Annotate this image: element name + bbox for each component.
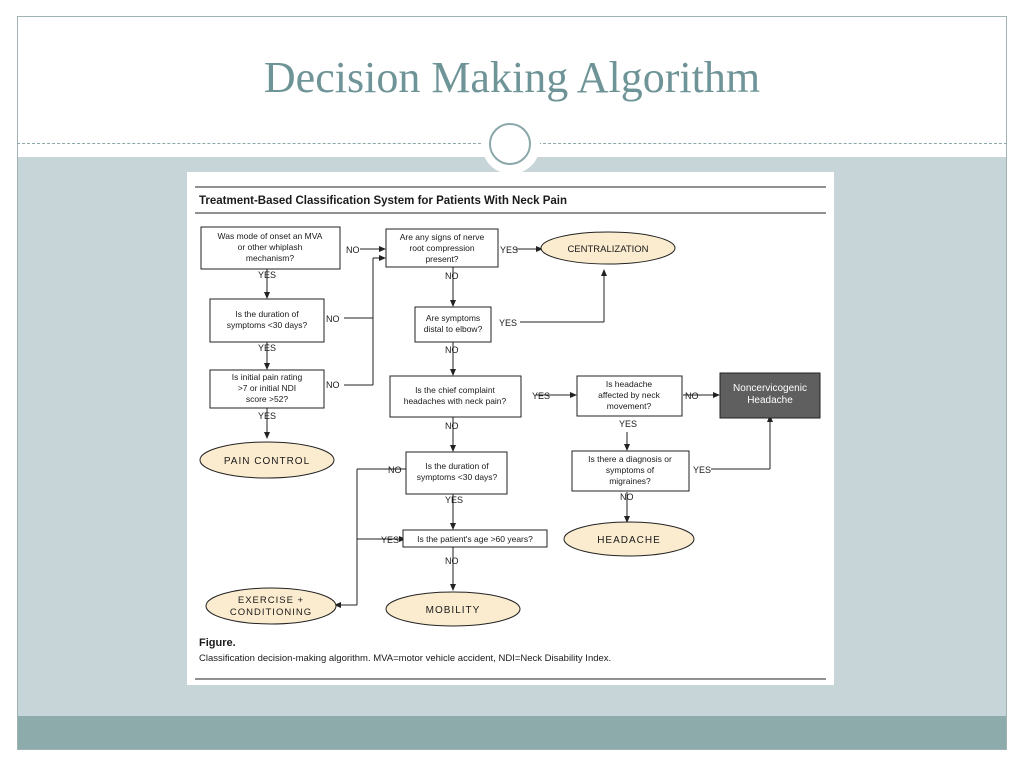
edge-label-no: NO [326, 380, 340, 390]
decision-age: Is the patient's age >60 years? [402, 529, 548, 548]
slide-title: Decision Making Algorithm [263, 53, 761, 102]
circle-ornament-icon [489, 123, 531, 165]
outcome-centralization: CENTRALIZATION [540, 231, 676, 265]
edge-labels: YES YES YES NO NO NO YES NO YES NO YES N… [258, 245, 711, 566]
outcome-headache: HEADACHE [563, 521, 695, 557]
edge-label-yes: YES [693, 465, 711, 475]
figure-card: Treatment-Based Classification System fo… [187, 172, 834, 685]
edge-label-yes: YES [500, 245, 518, 255]
svg-text:Is initial pain rating>7 or in: Is initial pain rating>7 or initial NDIs… [232, 372, 303, 404]
edge-label-no: NO [620, 492, 634, 502]
edge-label-yes: YES [258, 343, 276, 353]
edge-label-yes: YES [532, 391, 550, 401]
svg-text:Is the patient's age >60 years: Is the patient's age >60 years? [417, 534, 533, 544]
svg-text:MOBILITY: MOBILITY [426, 605, 481, 616]
figure-caption-text: Classification decision-making algorithm… [199, 653, 611, 664]
svg-text:CENTRALIZATION: CENTRALIZATION [567, 244, 648, 255]
edge-label-no: NO [445, 421, 459, 431]
edge-label-yes: YES [381, 535, 399, 545]
edge-label-no: NO [685, 391, 699, 401]
edge-label-no: NO [445, 271, 459, 281]
edge-label-yes: YES [499, 318, 517, 328]
edge-label-yes: YES [258, 270, 276, 280]
footer-band [18, 716, 1006, 749]
outcome-exercise-conditioning: EXERCISE +CONDITIONING [205, 587, 337, 625]
edge-label-no: NO [445, 345, 459, 355]
edge-label-no: NO [346, 245, 360, 255]
edge-label-yes: YES [619, 419, 637, 429]
connectors [266, 248, 771, 606]
arrowheads [264, 246, 773, 608]
svg-text:HEADACHE: HEADACHE [597, 535, 661, 546]
figure-caption-label: Figure. [199, 637, 236, 649]
figure-header: Treatment-Based Classification System fo… [199, 195, 567, 207]
outcome-mobility: MOBILITY [385, 591, 521, 627]
outcome-pain-control: PAIN CONTROL [199, 441, 335, 479]
svg-text:EXERCISE +CONDITIONING: EXERCISE +CONDITIONING [230, 595, 312, 618]
edge-label-no: NO [326, 314, 340, 324]
edge-label-yes: YES [445, 495, 463, 505]
flowchart: Treatment-Based Classification System fo… [195, 186, 826, 680]
edge-label-no: NO [388, 465, 402, 475]
edge-label-yes: YES [258, 411, 276, 421]
edge-label-no: NO [445, 556, 459, 566]
svg-text:PAIN CONTROL: PAIN CONTROL [224, 456, 310, 467]
